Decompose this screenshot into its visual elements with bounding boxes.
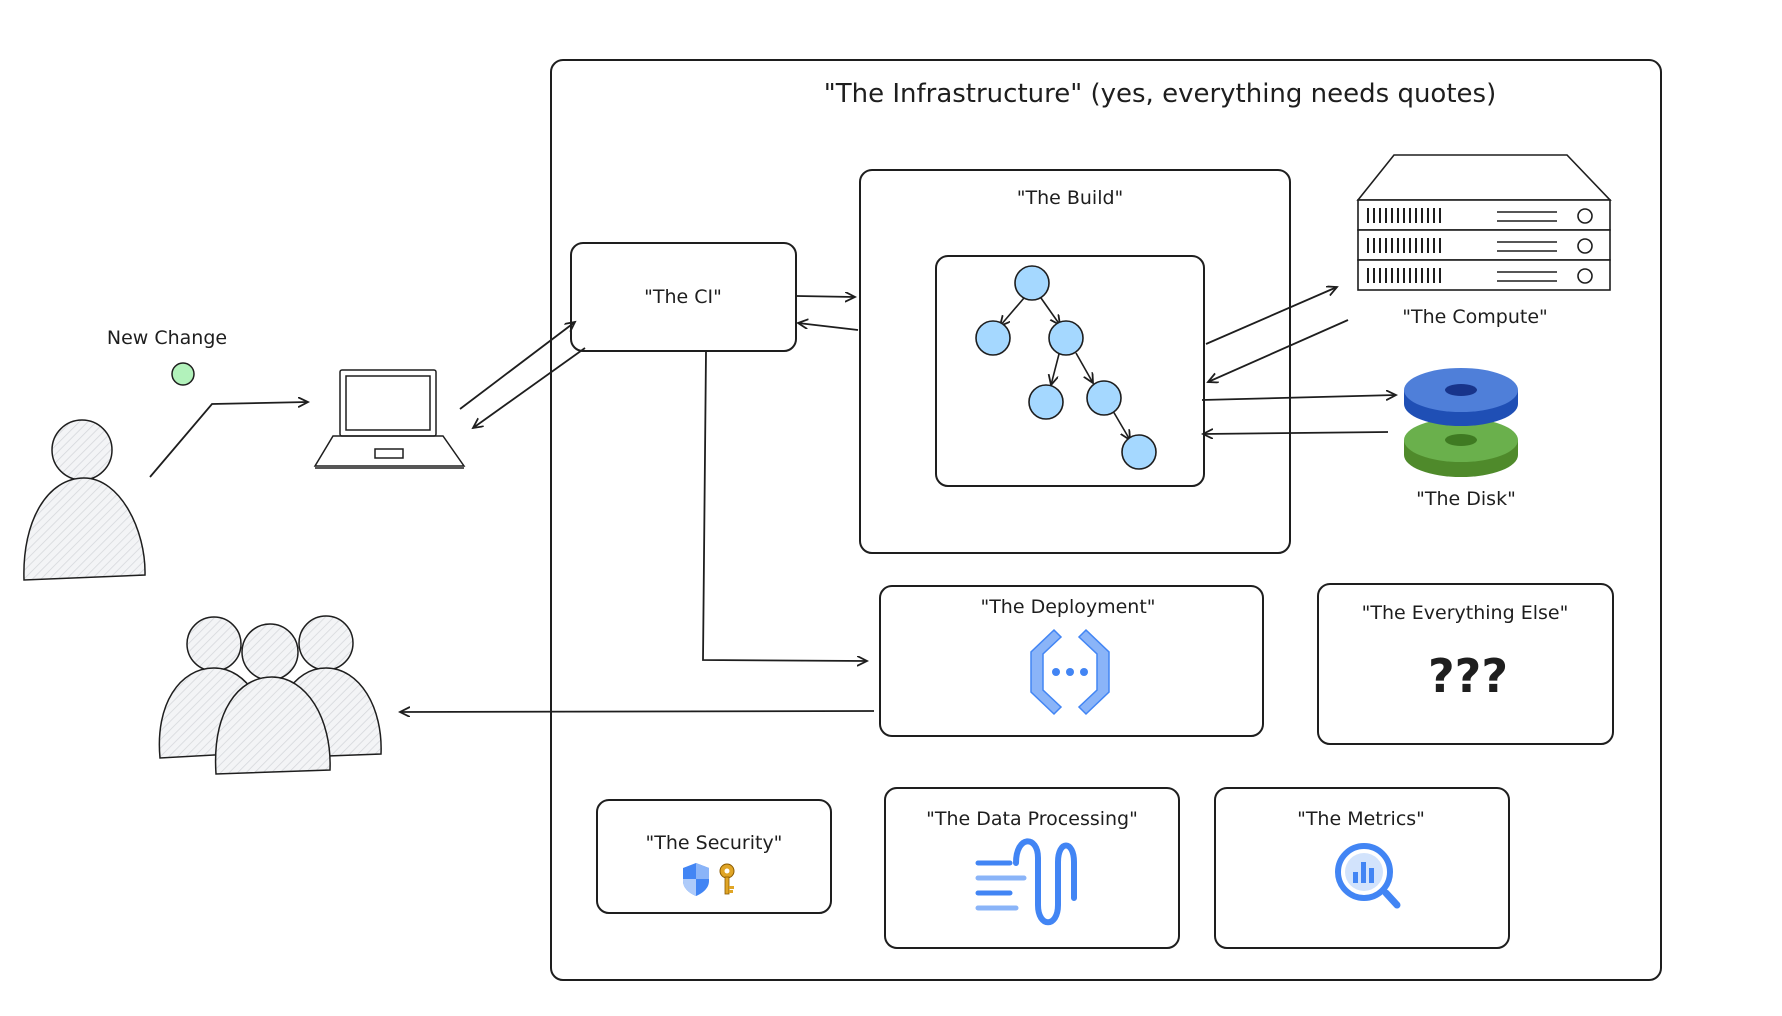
person-icon xyxy=(23,419,146,581)
arrow-ci-to-build xyxy=(796,296,855,297)
disk-label: "The Disk" xyxy=(1416,488,1516,510)
build-box xyxy=(859,169,1291,554)
security-box xyxy=(596,799,832,914)
arrow-ci-to-deployment xyxy=(702,351,867,661)
laptop-icon xyxy=(313,369,466,469)
ci-box xyxy=(570,242,797,352)
security-label: "The Security" xyxy=(646,832,783,854)
infrastructure-container xyxy=(550,59,1662,981)
everything-else-label: "The Everything Else" xyxy=(1362,602,1569,624)
arrow-person-to-laptop xyxy=(149,402,308,478)
arrow-build-to-ci xyxy=(798,323,859,331)
metrics-label: "The Metrics" xyxy=(1297,808,1425,830)
arrow-build-to-disk xyxy=(1201,395,1396,400)
data-processing-box xyxy=(884,787,1180,949)
deployment-brackets-icon xyxy=(1030,628,1110,716)
deployment-box xyxy=(879,585,1264,737)
dependency-graph-icon xyxy=(975,265,1157,470)
disk-stack-icon xyxy=(1404,368,1518,477)
people-group-icon xyxy=(158,615,382,775)
key-icon xyxy=(719,863,735,895)
infrastructure-title: "The Infrastructure" (yes, everything ne… xyxy=(824,79,1496,109)
deployment-label: "The Deployment" xyxy=(980,596,1155,618)
build-label: "The Build" xyxy=(1017,187,1124,209)
metrics-magnifier-icon xyxy=(1335,843,1401,909)
build-graph-box xyxy=(935,255,1205,487)
everything-else-mark: ??? xyxy=(1428,649,1508,703)
arrow-compute-to-build xyxy=(1208,319,1349,382)
data-processing-label: "The Data Processing" xyxy=(926,808,1138,830)
arrow-deployment-to-users xyxy=(400,711,875,712)
shield-icon xyxy=(683,863,709,896)
arrow-ci-to-laptop xyxy=(473,347,586,428)
data-stream-icon xyxy=(975,838,1077,926)
server-rack-icon xyxy=(1356,154,1612,291)
arrow-build-to-compute xyxy=(1205,287,1337,345)
ci-label: "The CI" xyxy=(644,286,722,308)
compute-label: "The Compute" xyxy=(1402,306,1548,328)
arrow-disk-to-build xyxy=(1203,432,1389,434)
metrics-box xyxy=(1214,787,1510,949)
everything-else-box xyxy=(1317,583,1614,745)
new-change-label: New Change xyxy=(107,327,227,349)
arrow-laptop-to-ci xyxy=(459,322,575,410)
new-change-dot xyxy=(171,362,195,386)
